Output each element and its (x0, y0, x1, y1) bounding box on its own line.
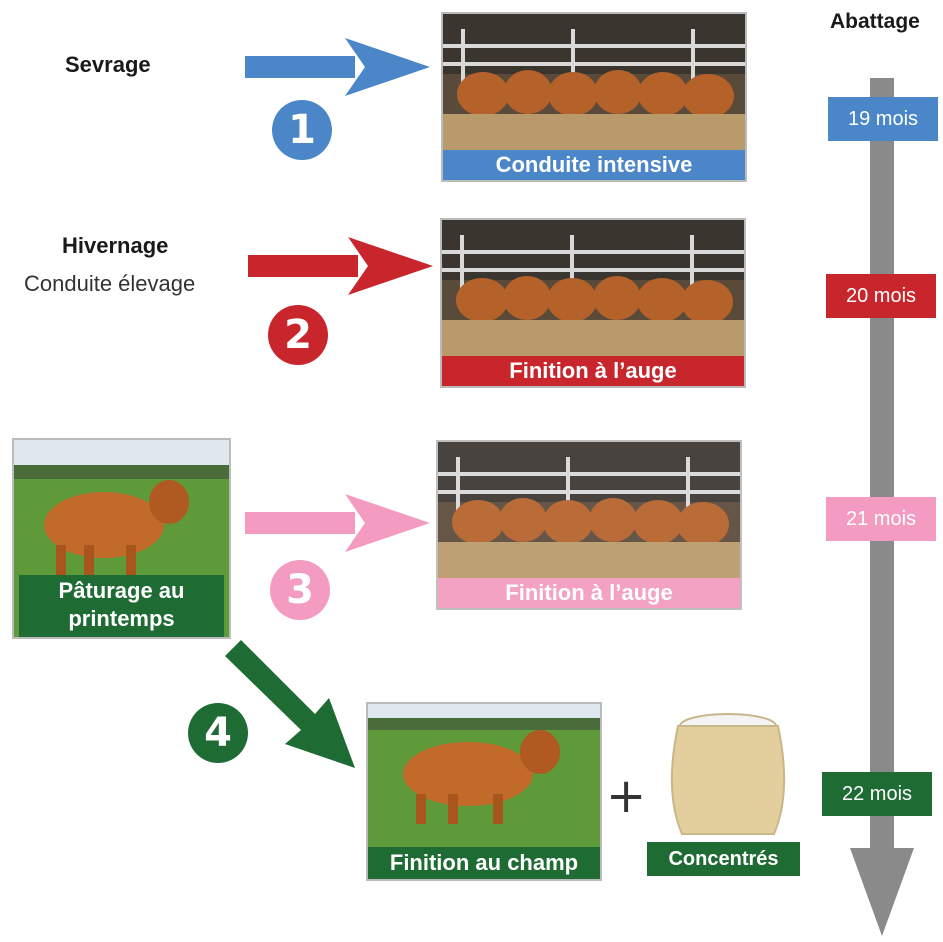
age-badge-20: 20 mois (826, 274, 936, 318)
step-badge-3: 3 (270, 560, 330, 620)
arrow-3 (245, 494, 430, 552)
weaning-label: Sevrage (65, 52, 151, 77)
intensive-photo: Conduite intensive (441, 12, 747, 182)
slaughter-label: Abattage (830, 10, 920, 33)
age-badge-21: 21 mois (826, 497, 936, 541)
feed-sack-icon (670, 713, 786, 835)
step-badge-2: 2 (268, 305, 328, 365)
step-badge-4: 4 (188, 703, 248, 763)
wintering-label: Hivernage (62, 233, 169, 258)
timeline-arrow (850, 78, 914, 936)
trough-caption-3: Finition à l’auge (438, 578, 740, 608)
intensive-caption: Conduite intensive (443, 150, 745, 180)
age-badge-22: 22 mois (822, 772, 932, 816)
trough-photo-3: Finition à l’auge (436, 440, 742, 610)
step-badge-1: 1 (272, 100, 332, 160)
arrow-2 (248, 237, 433, 295)
cattle-feeding-photo (443, 14, 745, 180)
concentrates-label: Concentrés (647, 842, 800, 876)
field-finish-caption: Finition au champ (368, 847, 600, 879)
spring-pasture-caption: Pâturage au printemps (19, 575, 224, 637)
age-badge-19: 19 mois (828, 97, 938, 141)
plus-sign: + (606, 768, 647, 824)
field-finish-photo: Finition au champ (366, 702, 602, 881)
arrow-4 (225, 640, 355, 768)
trough-photo-2: Finition à l’auge (440, 218, 746, 388)
trough-caption-2: Finition à l’auge (442, 356, 744, 386)
spring-pasture-photo: Pâturage au printemps (12, 438, 231, 639)
rearing-label: Conduite élevage (24, 271, 196, 296)
arrow-1 (245, 38, 430, 96)
